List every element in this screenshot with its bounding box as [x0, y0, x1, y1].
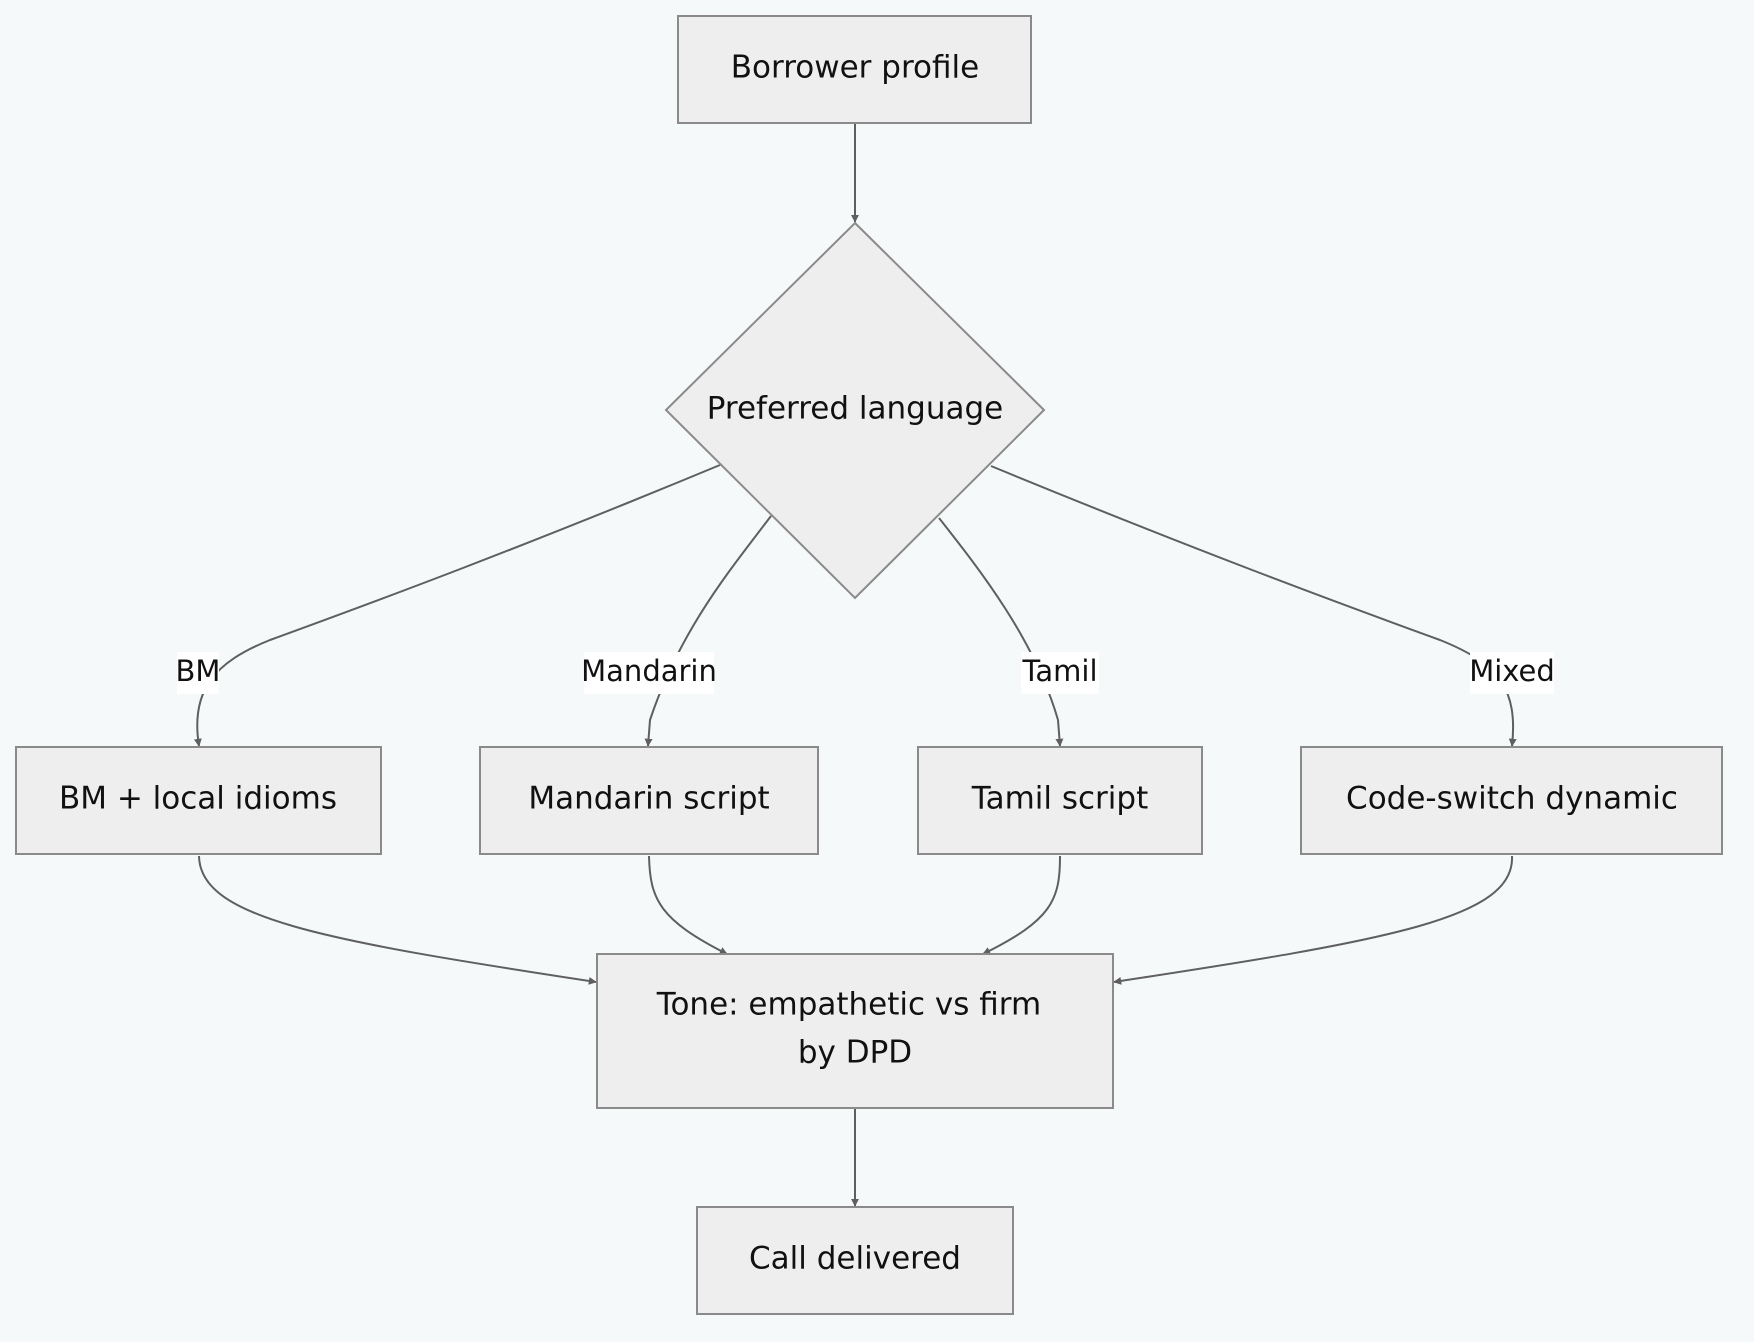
node-call-delivered-label: Call delivered: [749, 1241, 961, 1277]
edge-label-mixed: Mixed: [1469, 652, 1555, 694]
node-code-switch-box: [1300, 746, 1723, 855]
node-preferred-language-diamond: [664, 221, 1046, 600]
edge-label-bm: BM: [176, 652, 221, 694]
edge-language-to-tamil: [938, 517, 1064, 747]
node-code-switch[interactable]: Code-switch dynamic: [1300, 746, 1723, 855]
edge-label-mandarin-text: Mandarin: [581, 654, 717, 688]
edge-mandarin-to-tone: [648, 855, 728, 955]
node-borrower-profile-box: [677, 15, 1032, 124]
edge-mixed-to-tone: [1113, 855, 1514, 985]
edge-labels: BM Mandarin Tamil Mixed: [176, 652, 1555, 694]
edge-language-to-mandarin: [644, 515, 772, 747]
edge-tamil-to-tone: [982, 855, 1061, 955]
node-code-switch-label: Code-switch dynamic: [1346, 781, 1678, 817]
edge-label-bm-bg: [177, 652, 219, 694]
edge-label-mandarin-bg: [584, 652, 714, 694]
edge-label-tamil-text: Tamil: [1021, 654, 1097, 688]
node-borrower-profile-label: Borrower profile: [731, 50, 979, 86]
node-tone-box: [596, 953, 1114, 1109]
edge-label-bm-text: BM: [176, 654, 221, 688]
node-bm-idioms[interactable]: BM + local idioms: [15, 746, 382, 855]
node-preferred-language-label: Preferred language: [707, 391, 1003, 427]
node-borrower-profile[interactable]: Borrower profile: [677, 15, 1032, 124]
edge-language-to-mixed: [990, 465, 1517, 747]
edge-language-to-bm: [193, 464, 721, 747]
node-tamil-script-label: Tamil script: [971, 781, 1148, 817]
edge-label-mandarin: Mandarin: [581, 652, 717, 694]
node-call-delivered[interactable]: Call delivered: [696, 1206, 1014, 1315]
edge-bm-to-tone: [198, 855, 597, 985]
node-bm-idioms-box: [15, 746, 382, 855]
node-mandarin-script-box: [479, 746, 819, 855]
node-tone[interactable]: Tone: empathetic vs firm by DPD: [596, 953, 1114, 1109]
edge-label-mixed-bg: [1470, 652, 1554, 694]
node-mandarin-script[interactable]: Mandarin script: [479, 746, 819, 855]
edge-label-tamil: Tamil: [1021, 652, 1099, 694]
node-tamil-script-box: [917, 746, 1203, 855]
nodes: Borrower profile Preferred language BM +…: [15, 15, 1723, 1315]
edge-label-tamil-bg: [1021, 652, 1099, 694]
node-mandarin-script-label: Mandarin script: [528, 781, 769, 817]
node-bm-idioms-label: BM + local idioms: [59, 781, 337, 817]
node-preferred-language[interactable]: Preferred language: [664, 221, 1046, 600]
node-tamil-script[interactable]: Tamil script: [917, 746, 1203, 855]
edge-label-mixed-text: Mixed: [1469, 654, 1555, 688]
node-tone-label-line1: Tone: empathetic vs firm: [656, 987, 1041, 1023]
node-tone-label-line2: by DPD: [798, 1035, 912, 1071]
node-call-delivered-box: [696, 1206, 1014, 1315]
